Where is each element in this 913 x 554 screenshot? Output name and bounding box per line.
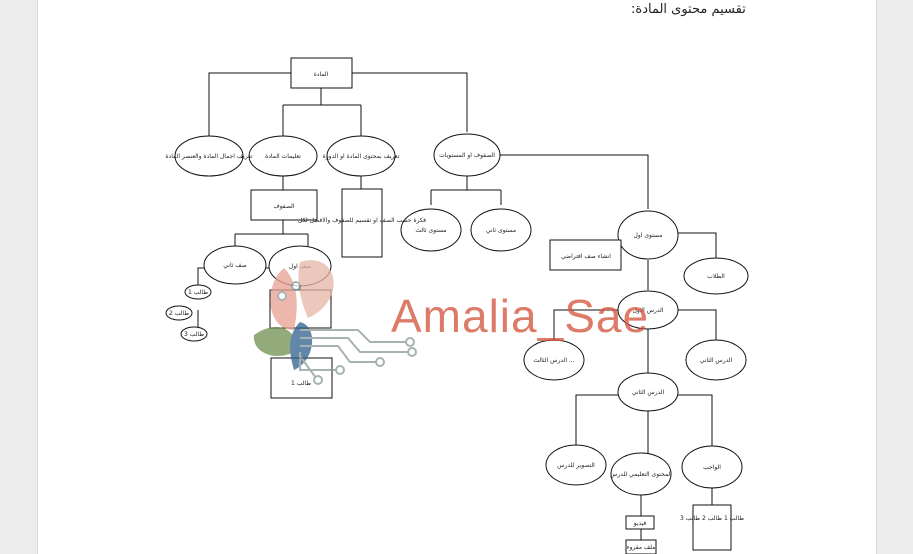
level1-label: مستوى اول <box>633 232 662 239</box>
homework-node <box>681 445 743 489</box>
lesson-content-label: المحتوى التعليمي للدرس <box>610 471 672 478</box>
options-node <box>248 135 318 177</box>
student2-node <box>165 305 193 321</box>
options-label: تعليمات المادة <box>265 153 301 160</box>
page-heading: تقسيم محتوى المادة: <box>631 2 746 17</box>
overview-node <box>174 135 244 177</box>
note-box <box>341 188 383 258</box>
student3-node <box>180 326 208 342</box>
virtual-class-label: انشاء صف افتراضي <box>561 253 611 260</box>
level2-label: مستوى ثاني <box>486 227 516 234</box>
level2-node <box>470 208 532 252</box>
watermark-logo <box>253 260 417 385</box>
note-box-label: فكرة حسب الصف او تقسيم للصفوف والافضل لك… <box>298 217 426 224</box>
grades-label: الصفوف <box>273 203 294 210</box>
lesson2-label: الدرس الثاني <box>632 389 665 396</box>
document-page: تقسيم محتوى المادة: <box>37 0 877 554</box>
lesson2b-node <box>685 339 747 381</box>
lesson-content-node <box>610 452 672 496</box>
lesson3-node <box>523 339 585 381</box>
level3-label: مستوى ثالث <box>415 227 446 234</box>
sections-intro-label: تعريف بمحتوى المادة او الدورة <box>323 153 400 160</box>
lesson1-label: الدرس الاول <box>632 307 663 314</box>
student-box-label: طالب 1 <box>291 380 311 387</box>
file-box <box>625 539 657 554</box>
student2-label: طالب 2 <box>169 310 189 317</box>
video-label: فيديو <box>633 520 647 527</box>
intro-node <box>326 135 396 177</box>
student1-node <box>184 284 212 300</box>
students-node <box>683 257 749 295</box>
levels-label: الصفوف او المستويات <box>439 152 495 159</box>
class2-node <box>203 245 267 285</box>
lesson-summary-label: التصوير للدرس <box>557 462 595 469</box>
lesson1-node <box>617 290 679 330</box>
class2-label: صف ثاني <box>223 262 246 269</box>
virtual-class-box <box>549 239 622 271</box>
student1-label: طالب 1 <box>188 289 208 296</box>
overview-label: تعريف اجمال المادة والعنصر المادة <box>165 153 253 160</box>
homework-label: الواجب <box>703 464 721 471</box>
root-node <box>290 57 353 89</box>
file-label: ملف مقروء <box>627 544 656 551</box>
level3-node <box>400 208 462 252</box>
grades-node <box>250 189 318 221</box>
watermark-text: Amalia_Sae <box>391 290 650 342</box>
lesson3-label: ... الدرس الثالث <box>533 357 574 364</box>
levels-node <box>433 133 501 177</box>
lesson-summary-node <box>545 444 607 486</box>
student3-label: طالب 3 <box>184 331 204 338</box>
lesson2b-label: الدرس الثاني <box>700 357 733 364</box>
hw-students-box <box>692 504 732 551</box>
hw-students-label: طالب 1 طالب 2 طالب 3 <box>680 515 744 522</box>
students-label: الطلاب <box>707 273 725 280</box>
root-label: المادة <box>314 71 329 78</box>
video-box <box>625 515 655 530</box>
level1-node <box>617 210 679 260</box>
content-diagram: المادة تعريف اجمال المادة والعنصر المادة… <box>165 57 749 554</box>
lesson2-node <box>617 372 679 412</box>
